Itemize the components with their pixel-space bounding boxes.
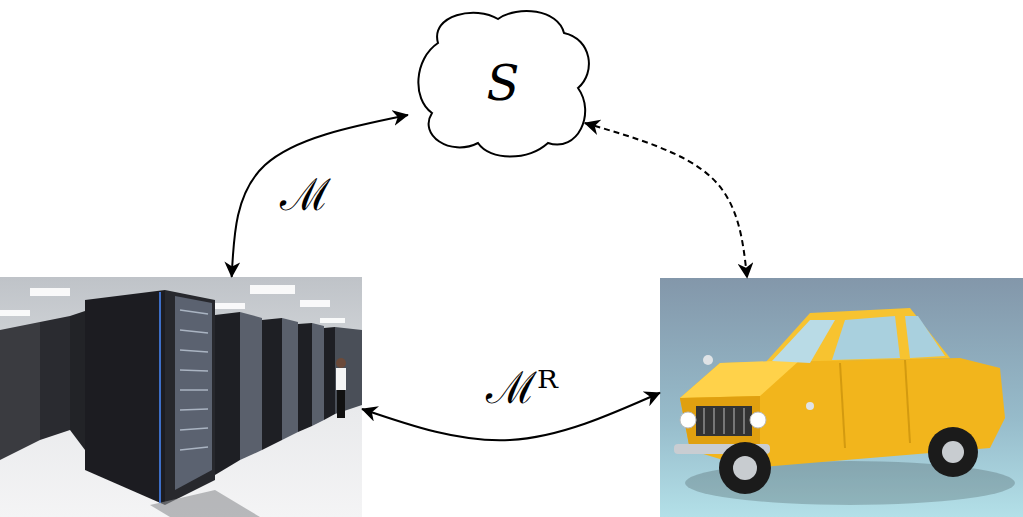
dashed-connector — [585, 123, 747, 278]
cloud-node: S — [408, 3, 598, 163]
node-symbol: S — [487, 59, 520, 107]
edge-label: ℳ — [280, 173, 331, 217]
supercomputer-node — [0, 277, 362, 517]
car-picture — [660, 278, 1023, 517]
connector-arrow — [232, 115, 408, 277]
supercomputer-photo — [0, 277, 362, 517]
car-node — [660, 278, 1023, 517]
edge-label: ℳᴿ — [486, 366, 558, 410]
